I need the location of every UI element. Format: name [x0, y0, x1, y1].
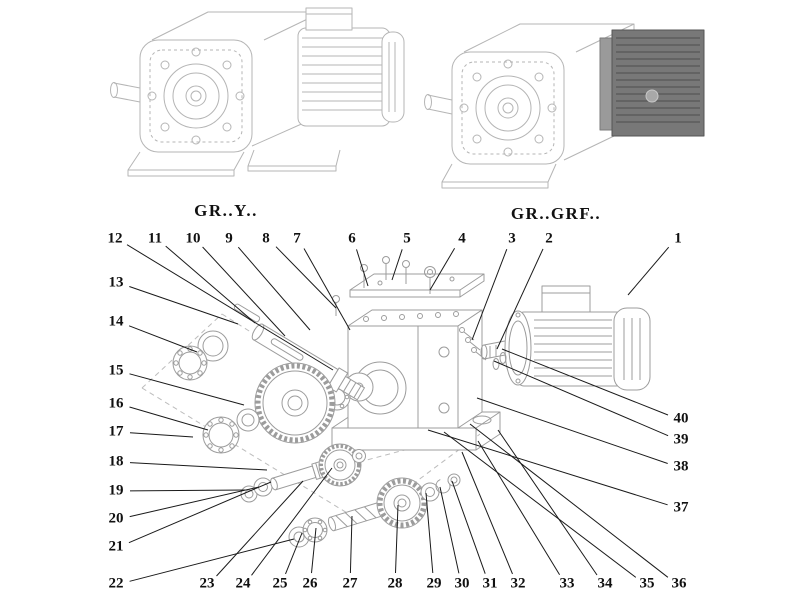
- callout-40: 40: [673, 410, 689, 427]
- leader-line-3: [471, 249, 508, 341]
- leader-line-39: [493, 360, 669, 437]
- callout-30: 30: [454, 575, 470, 592]
- callout-36: 36: [671, 575, 687, 592]
- callout-4: 4: [458, 230, 466, 247]
- callout-14: 14: [108, 313, 124, 330]
- callout-11: 11: [147, 230, 163, 247]
- brake-motor-drawing: [599, 29, 705, 137]
- leader-line-32: [461, 451, 513, 575]
- callout-31: 31: [482, 575, 498, 592]
- callout-26: 26: [302, 575, 318, 592]
- callout-17: 17: [108, 423, 124, 440]
- leader-line-24: [251, 467, 333, 576]
- leader-line-17: [129, 432, 194, 438]
- callout-32: 32: [510, 575, 526, 592]
- leader-line-19: [129, 489, 247, 492]
- leader-line-5: [391, 249, 403, 281]
- callout-38: 38: [673, 458, 689, 475]
- callout-6: 6: [348, 230, 356, 247]
- leader-line-34: [497, 429, 598, 576]
- leader-line-30: [439, 486, 460, 574]
- callout-20: 20: [108, 510, 124, 527]
- gearmotor-grf-drawing: [424, 23, 705, 189]
- leader-line-4: [429, 248, 456, 291]
- intermediate-shaft-drawing: [240, 458, 333, 503]
- leader-line-36: [469, 423, 669, 578]
- callout-25: 25: [272, 575, 288, 592]
- output-gear-drawing: [254, 362, 336, 444]
- callout-3: 3: [508, 230, 516, 247]
- leader-line-8: [275, 246, 337, 309]
- callout-37: 37: [673, 499, 689, 516]
- callout-19: 19: [108, 482, 124, 499]
- callout-15: 15: [108, 362, 124, 379]
- callout-13: 13: [108, 274, 124, 291]
- callout-2: 2: [545, 230, 553, 247]
- leader-line-37: [427, 429, 668, 506]
- callout-18: 18: [108, 453, 124, 470]
- leader-line-20: [129, 486, 260, 518]
- intermediate-gear-drawing: [318, 443, 366, 487]
- callout-22: 22: [108, 575, 124, 592]
- leader-line-12: [126, 244, 334, 371]
- leader-line-10: [202, 246, 286, 337]
- leader-line-2: [496, 248, 544, 350]
- callout-34: 34: [597, 575, 613, 592]
- leader-line-13: [129, 286, 239, 325]
- variant-label-gr-y: GR..Y..: [194, 201, 258, 220]
- callout-1: 1: [674, 230, 682, 247]
- leader-line-1: [627, 246, 670, 296]
- leader-line-16: [129, 406, 209, 431]
- leader-line-33: [477, 440, 561, 575]
- callout-39: 39: [673, 431, 689, 448]
- leader-lines: [126, 244, 670, 582]
- leader-line-22: [129, 538, 295, 582]
- leader-line-9: [237, 246, 311, 331]
- leader-line-29: [425, 492, 434, 574]
- exploded-view-drawing: [141, 256, 651, 548]
- leader-line-23: [216, 480, 304, 577]
- spacer-ring-drawing: [236, 408, 260, 432]
- leader-line-35: [443, 431, 637, 578]
- callout-28: 28: [387, 575, 403, 592]
- leader-line-38: [476, 397, 668, 464]
- housing-cover-drawing: [349, 273, 485, 298]
- slow-gear-drawing: [376, 473, 461, 529]
- leader-line-25: [285, 532, 303, 575]
- second-bearing-drawing: [202, 416, 240, 454]
- gearmotor-y-drawing: [110, 7, 405, 177]
- callout-8: 8: [262, 230, 270, 247]
- variant-label-gr-grf: GR..GRF..: [510, 204, 602, 223]
- oil-seal-drawing: [197, 330, 229, 362]
- callout-7: 7: [293, 230, 301, 247]
- callout-27: 27: [342, 575, 358, 592]
- slow-shaft-drawing: [288, 499, 398, 548]
- leader-line-28: [395, 504, 399, 574]
- callout-21: 21: [108, 538, 124, 555]
- callout-5: 5: [403, 230, 411, 247]
- leader-line-26: [311, 527, 317, 574]
- callout-12: 12: [107, 230, 123, 247]
- leader-line-18: [129, 462, 268, 471]
- callout-10: 10: [185, 230, 201, 247]
- callout-16: 16: [108, 395, 124, 412]
- callout-24: 24: [235, 575, 251, 592]
- callout-9: 9: [225, 230, 233, 247]
- motor-drawing: [480, 285, 651, 391]
- output-bearing-drawing: [172, 345, 208, 381]
- callout-23: 23: [199, 575, 215, 592]
- leader-line-11: [165, 245, 256, 324]
- leader-line-40: [501, 348, 669, 416]
- callout-33: 33: [559, 575, 575, 592]
- leader-line-21: [128, 481, 272, 544]
- leader-line-6: [356, 249, 369, 287]
- leader-line-15: [129, 373, 245, 406]
- leader-line-7: [303, 248, 351, 331]
- leader-line-31: [451, 480, 486, 574]
- callout-35: 35: [639, 575, 655, 592]
- leader-line-14: [128, 325, 198, 353]
- leader-line-27: [349, 515, 353, 574]
- callout-29: 29: [426, 575, 442, 592]
